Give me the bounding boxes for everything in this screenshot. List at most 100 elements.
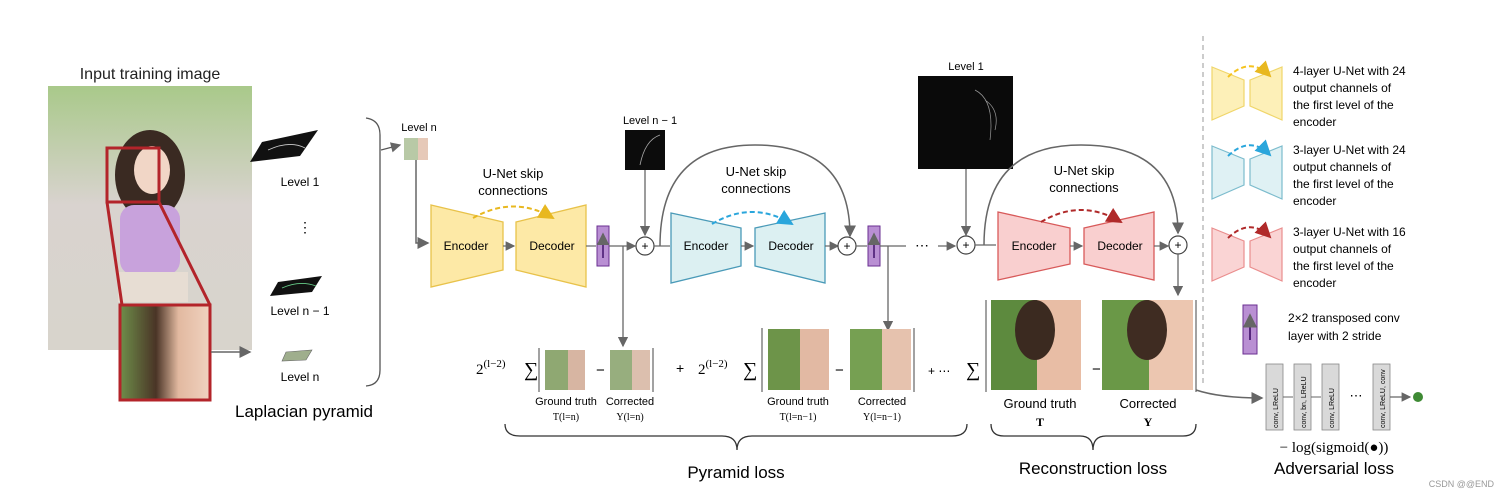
- crop-connector-right: [157, 201, 212, 306]
- watermark: CSDN @@END: [1429, 479, 1495, 489]
- y-final: Y: [1144, 415, 1153, 429]
- decoder-block-2: [754, 212, 826, 284]
- add-node-4-symbol: +: [1174, 238, 1181, 252]
- corrected-label-n: Corrected: [606, 396, 654, 408]
- disc-layer-4-label: conv, LReLU, conv: [1380, 369, 1387, 428]
- legend-2-line-3: the first level of the: [1293, 177, 1394, 191]
- outer-skip-arc-2: [659, 144, 856, 247]
- disc-layer-1-label: conv, LReLU: [1273, 388, 1280, 428]
- decoder-label-3: Decoder: [1097, 239, 1142, 253]
- pyramid-loss-caption: Pyramid loss: [687, 463, 784, 482]
- legend-2-line-1: 3-layer U-Net with 24: [1293, 143, 1406, 157]
- legend-item-2: 3-layer U-Net with 24 output channels of…: [1211, 139, 1406, 208]
- pyramid-level-n1-label: Level n − 1: [270, 304, 329, 318]
- decoder-block-3: [1083, 211, 1155, 281]
- encoder-block-3: [997, 211, 1071, 281]
- skip-label-3-line2: connections: [1049, 180, 1119, 195]
- add-node-2-symbol: +: [843, 239, 850, 253]
- decoder-block-1: [515, 204, 587, 288]
- level-1-tag: Level 1: [948, 61, 983, 73]
- minus-2: −: [835, 362, 844, 379]
- skip-arrow-3: [1040, 207, 1123, 224]
- corrected-label-n1: Corrected: [858, 396, 906, 408]
- encoder-label-3: Encoder: [1012, 239, 1057, 253]
- crop-box-small: [105, 146, 161, 204]
- disc-layer-3-label: conv, LReLU: [1329, 388, 1336, 428]
- pyramid-level-1-image: [250, 130, 318, 162]
- skip-arrow-1: [472, 204, 555, 220]
- level-n1-tag: Level n − 1: [623, 115, 677, 127]
- crop-box-large: [118, 303, 212, 402]
- outer-skip-arc-3: [983, 144, 1184, 246]
- pyramid-level-1-label: Level 1: [281, 175, 320, 189]
- arrow-to-discriminator: [1195, 389, 1264, 404]
- level-n-tag: Level n: [401, 122, 436, 134]
- pyramid-caption: Laplacian pyramid: [235, 402, 373, 421]
- disc-dots: ⋯: [1350, 388, 1363, 403]
- y-ln1: Y(l=n−1): [863, 412, 901, 423]
- reconstruction-loss-brace: [990, 423, 1197, 451]
- reconstruction-loss-caption: Reconstruction loss: [1019, 459, 1167, 478]
- minus-3: −: [1092, 361, 1101, 378]
- adversarial-formula: − log(sigmoid(●)): [1280, 440, 1389, 456]
- minus-1: −: [596, 362, 605, 379]
- encoder-block-1: [430, 204, 504, 288]
- decoder-label-1: Decoder: [529, 239, 574, 253]
- pyramid-loss-brace: [504, 423, 968, 451]
- legend-item-3: 3-layer U-Net with 16 output channels of…: [1211, 221, 1406, 290]
- pyramid-level-n-image: [281, 349, 313, 362]
- legend-1-line-1: 4-layer U-Net with 24: [1293, 64, 1406, 78]
- skip-arrow-2: [711, 209, 794, 226]
- legend-yellow-skip-icon: [1227, 60, 1272, 78]
- legend-item-1: 4-layer U-Net with 24 output channels of…: [1211, 60, 1406, 129]
- y-ln: Y(l=n): [616, 412, 643, 423]
- pyramid-dots: ⋮: [298, 219, 312, 235]
- plus-1: +: [676, 360, 684, 376]
- gt-label-n1: Ground truth: [767, 396, 829, 408]
- decoder-label-2: Decoder: [768, 239, 813, 253]
- encoder-label-1: Encoder: [444, 239, 489, 253]
- encoder-block-2: [670, 212, 742, 284]
- legend-4-line-1: 2×2 transposed conv: [1288, 311, 1400, 325]
- skip-label-1-line1: U-Net skip: [483, 166, 544, 181]
- cropped-patch: [120, 305, 210, 400]
- legend-2-line-2: output channels of: [1293, 160, 1392, 174]
- disc-layer-2-label: conv, bn, LReLU: [1301, 376, 1308, 428]
- encoder-label-2: Encoder: [684, 239, 729, 253]
- gt-label-n: Ground truth: [535, 396, 597, 408]
- legend-2-line-4: encoder: [1293, 194, 1336, 208]
- legend-1-line-4: encoder: [1293, 115, 1336, 129]
- t-final: T: [1036, 415, 1044, 429]
- arrow-to-level-n: [380, 142, 402, 153]
- t-ln: T(l=n): [553, 412, 579, 423]
- legend-3-line-2: output channels of: [1293, 242, 1392, 256]
- sum-2: ∑: [743, 359, 757, 381]
- network-ellipsis: ⋯: [915, 237, 929, 253]
- coef-2: 2(l−2): [698, 358, 728, 378]
- adversarial-caption: Adversarial loss: [1274, 459, 1394, 478]
- sum-3: ∑: [966, 359, 980, 381]
- legend-3-line-3: the first level of the: [1293, 259, 1394, 273]
- level-1-image: [918, 76, 1013, 169]
- legend-3-line-1: 3-layer U-Net with 16: [1293, 225, 1406, 239]
- pyramid-bracket: [365, 117, 381, 387]
- arrow-level-n-to-encoder: [415, 160, 430, 249]
- pyramid-level-n-label: Level n: [281, 370, 320, 384]
- sum-1: ∑: [524, 359, 538, 381]
- legend-blue-skip-icon: [1227, 139, 1272, 157]
- legend-item-4: 2×2 transposed conv layer with 2 stride: [1242, 304, 1400, 355]
- legend-red-skip-icon: [1227, 221, 1272, 239]
- input-title: Input training image: [80, 66, 221, 83]
- skip-label-2-line2: connections: [721, 181, 791, 196]
- legend-1-line-2: output channels of: [1293, 81, 1392, 95]
- plus-dots: + ⋯: [928, 364, 950, 378]
- legend-1-line-3: the first level of the: [1293, 98, 1394, 112]
- add-node-3-symbol: +: [962, 238, 969, 252]
- disc-layer-3: [1321, 363, 1340, 431]
- legend-4-line-2: layer with 2 stride: [1288, 329, 1382, 343]
- corrected-label-final: Corrected: [1119, 396, 1176, 411]
- pyramid-level-n1-image: [270, 276, 322, 296]
- add-node-1-symbol: +: [641, 239, 648, 253]
- gt-label-final: Ground truth: [1004, 396, 1077, 411]
